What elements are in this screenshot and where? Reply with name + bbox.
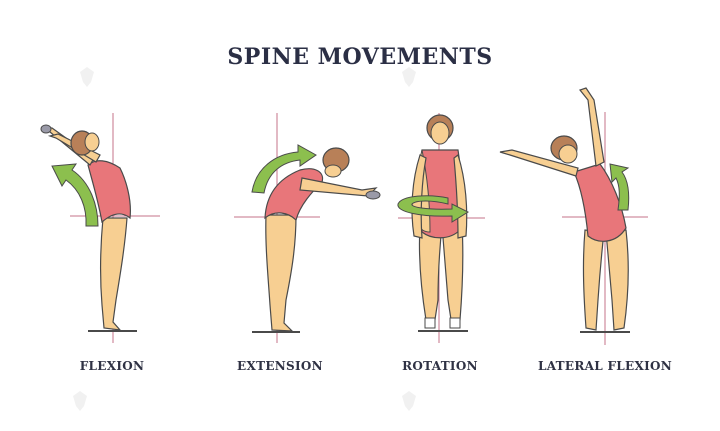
lateral-flexion-figure: [499, 87, 648, 345]
rotation-label: ROTATION: [402, 359, 478, 373]
watermark-icon: [73, 67, 416, 411]
extension-figure: [234, 113, 381, 343]
flexion-label: FLEXION: [79, 359, 145, 373]
extension-label: EXTENSION: [237, 359, 323, 373]
flexion-figure: [40, 113, 160, 343]
rotation-figure: [397, 113, 485, 343]
page-title: SPINE MOVEMENTS: [227, 44, 493, 70]
lateral-flexion-label: LATERAL FLEXION: [537, 359, 672, 373]
